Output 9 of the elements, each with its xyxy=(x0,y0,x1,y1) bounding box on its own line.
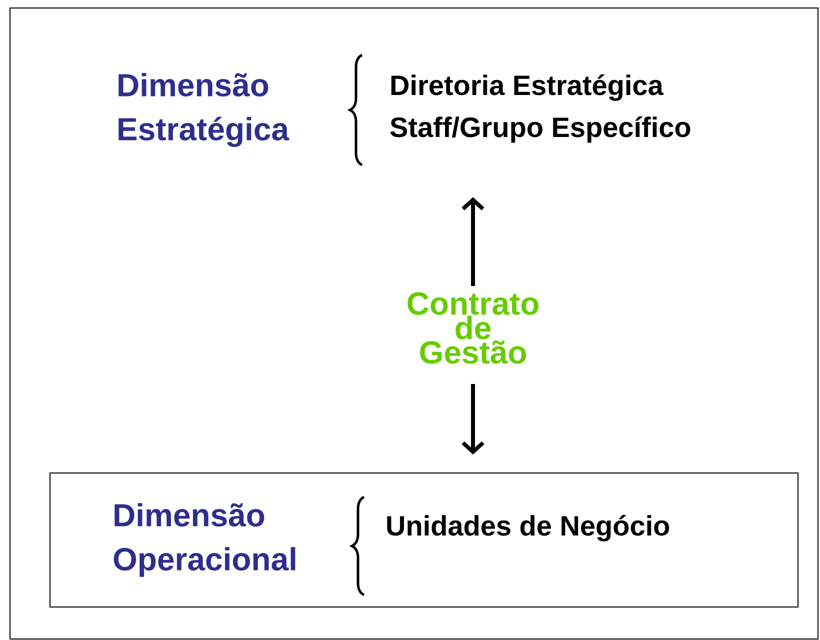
level-box xyxy=(50,472,798,608)
center-label: Contrato de Gestão xyxy=(408,292,538,364)
item-text: Unidades de Negócio xyxy=(387,514,670,542)
item-text: Diretoria Estratégica xyxy=(391,74,664,101)
heading: Dimensão Operacional xyxy=(114,503,296,577)
arrow xyxy=(462,384,484,454)
arrow xyxy=(462,197,484,286)
heading: Dimensão Estratégica xyxy=(118,73,290,147)
item-text: Staff/Grupo Específico xyxy=(390,116,690,143)
